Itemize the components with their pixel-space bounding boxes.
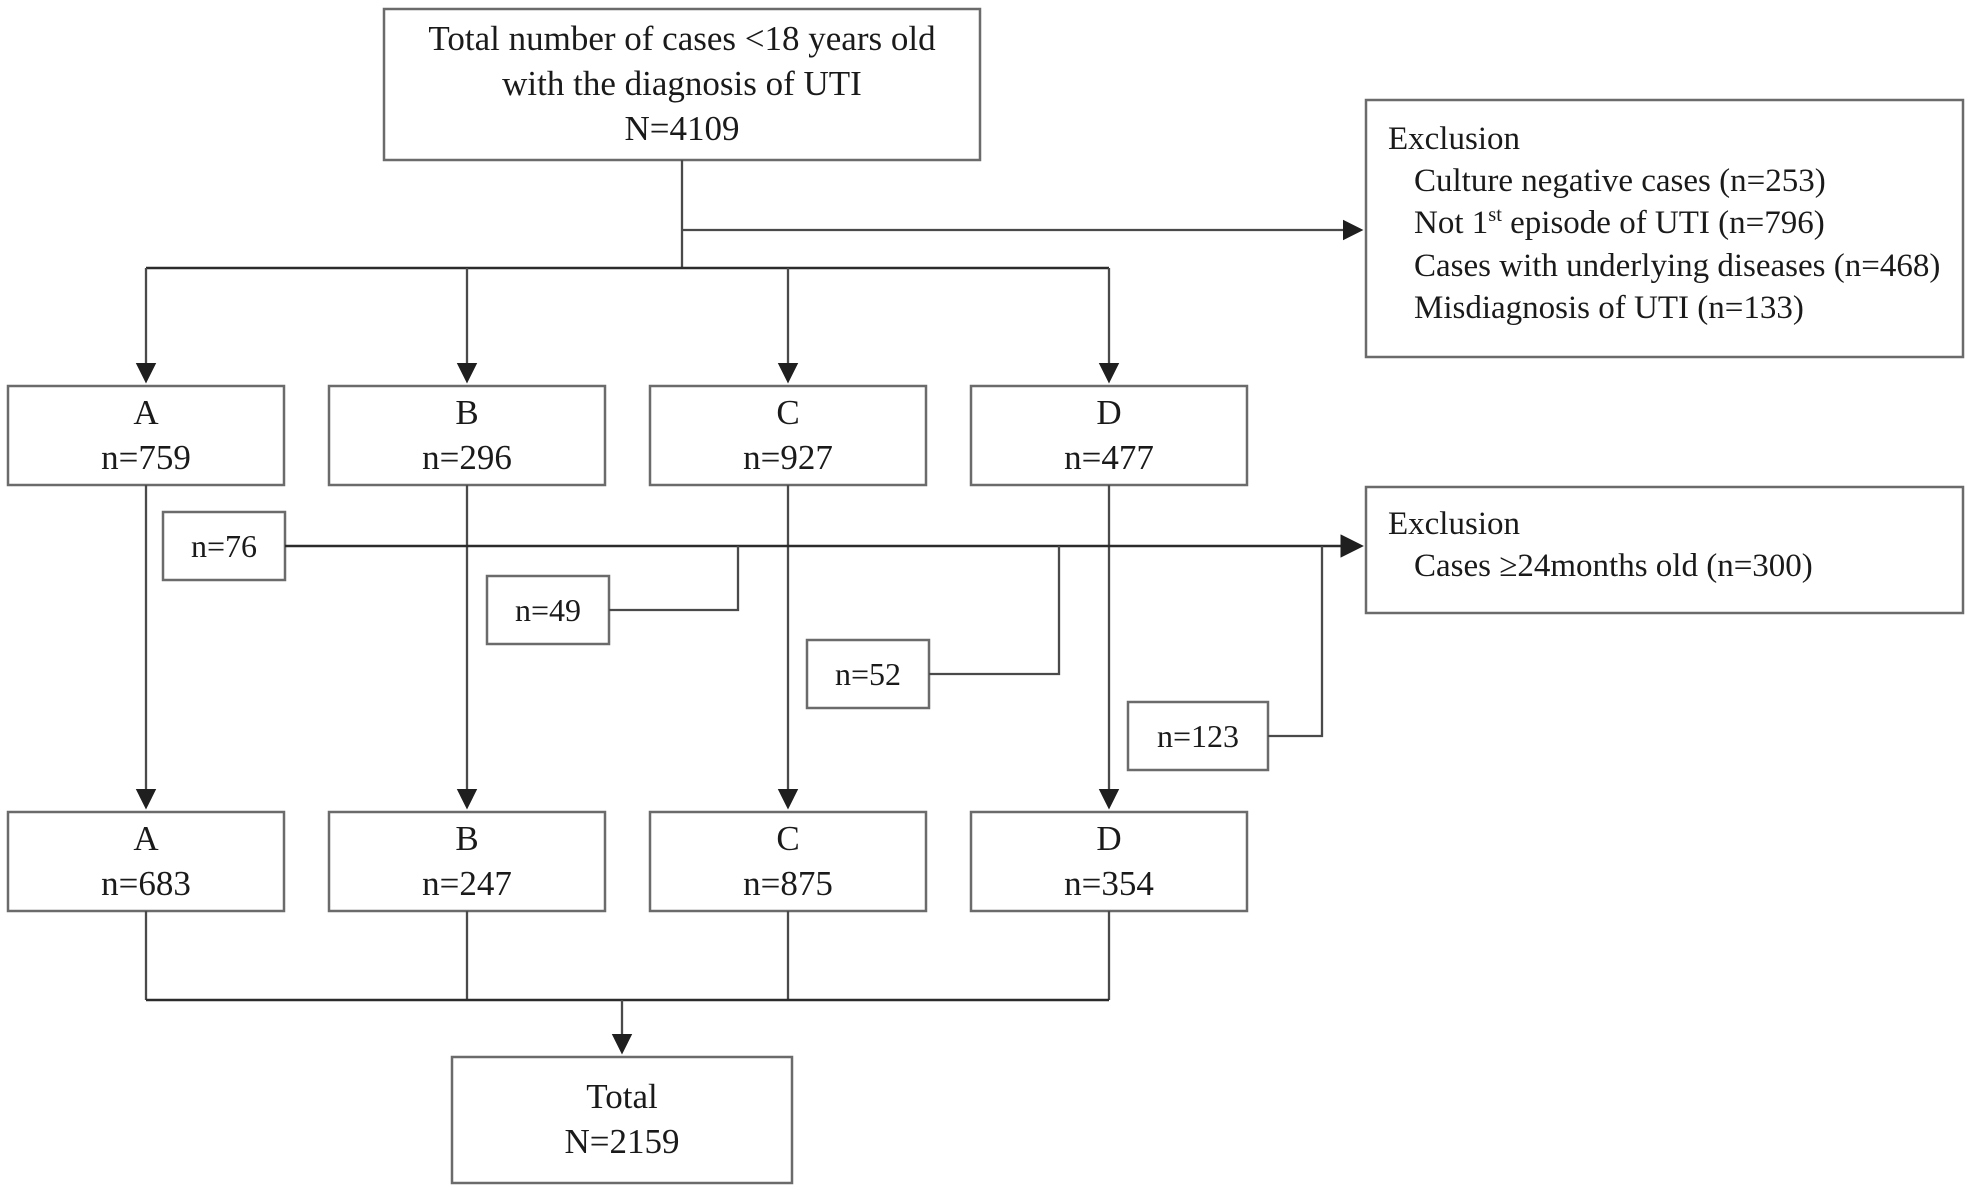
group-c-row2-box-rect [648,810,928,913]
exclusion-1-box-rect [1364,98,1965,359]
dropout-b-box-rect [485,574,611,646]
connector-dropout-c-to-trunk [929,546,1061,676]
group-b-row2-box-rect [327,810,607,913]
group-d-row1-box-rect [969,384,1249,487]
top-box-rect [382,7,982,162]
dropout-d-box-rect [1126,700,1270,772]
group-a-row1-box-rect [6,384,286,487]
group-d-row2-box-rect [969,810,1249,913]
group-c-row1-box-rect [648,384,928,487]
group-b-row1-box-rect [327,384,607,487]
dropout-a-box-rect [161,510,287,582]
group-a-row2-box-rect [6,810,286,913]
connector-dropout-d-to-trunk [1268,546,1324,738]
total-box-rect [450,1055,794,1185]
connector-dropout-b-to-trunk [609,546,740,612]
exclusion-2-box-rect [1364,485,1965,615]
dropout-c-box-rect [805,638,931,710]
